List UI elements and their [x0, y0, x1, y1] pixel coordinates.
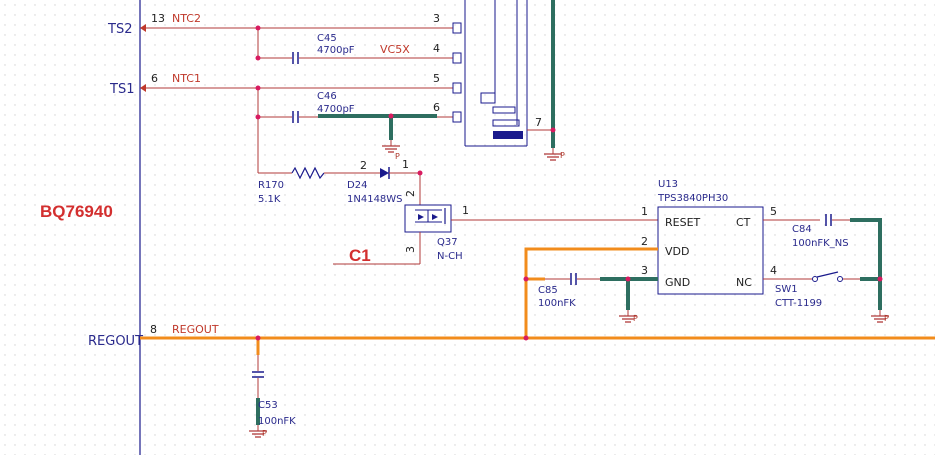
net-label-vc5x: VC5X: [380, 43, 410, 56]
ts1-port: TS1 6: [109, 72, 158, 97]
mosfet-q37: [404, 204, 452, 233]
net-label-ntc1: NTC1: [172, 72, 201, 85]
ts1-port-label: TS1: [109, 82, 134, 97]
u13-pin-num-4: 4: [770, 264, 777, 277]
capacitor-c45: [292, 52, 299, 64]
c45-ref: C45: [317, 33, 337, 44]
q37-pin-1: 1: [462, 204, 469, 217]
capacitor-c46: [292, 111, 299, 123]
switch-sw1: [812, 271, 843, 282]
q37-pin-3: 3: [404, 246, 417, 253]
regout-port: REGOUT 8: [88, 323, 157, 349]
r170-ref: R170: [258, 180, 284, 191]
d24-pin-1: 1: [402, 158, 409, 171]
ts2-pin-number: 13: [151, 12, 165, 25]
u13-ref: U13: [658, 179, 678, 190]
q37-ref: Q37: [437, 237, 458, 248]
u13-pin-name-ct: CT: [736, 216, 751, 229]
ground-conn-label: P: [560, 151, 565, 160]
capacitor-c85: [570, 273, 577, 285]
conn-pin-5: 5: [433, 72, 440, 85]
u13-pin-name-gnd: GND: [665, 276, 690, 289]
junction-dots: [255, 25, 883, 341]
net-label-regout: REGOUT: [172, 323, 219, 336]
d24-pin-2: 2: [360, 159, 367, 172]
u13-pin-num-2: 2: [641, 235, 648, 248]
connector-block: 3 4 5 6 7: [433, 0, 553, 147]
c84-value: 100nFK_NS: [792, 238, 849, 249]
c1-mark: C1: [349, 246, 371, 265]
c53-value: 100nFK: [258, 416, 296, 427]
u13-value: TPS3840PH30: [657, 193, 728, 204]
u13-pin-name-reset: RESET: [665, 216, 701, 229]
sw1-ref: SW1: [775, 284, 798, 295]
ground-c46-label: P: [395, 152, 400, 161]
u13-pin-num-1: 1: [641, 205, 648, 218]
c85-ref: C85: [538, 285, 558, 296]
chip-title: BQ76940: [40, 202, 113, 221]
ts2-port: TS2 13: [107, 12, 165, 37]
ts2-port-label: TS2: [107, 22, 132, 37]
ts1-pin-number: 6: [151, 72, 158, 85]
capacitor-c84: [825, 214, 832, 226]
q37-pin-2: 2: [404, 190, 417, 197]
r170-value: 5.1K: [258, 194, 281, 205]
c45-value: 4700pF: [317, 45, 355, 56]
highlight-vdd: [524, 247, 658, 338]
q37-value: N-CH: [437, 251, 463, 262]
regout-port-label: REGOUT: [88, 334, 143, 349]
ground-c84-label: P: [884, 314, 889, 323]
resistor-r170: [291, 166, 325, 180]
d24-value: 1N4148WS: [347, 194, 403, 205]
regout-pin-number: 8: [150, 323, 157, 336]
c53-ref: C53: [258, 400, 278, 411]
net-label-ntc2: NTC2: [172, 12, 201, 25]
u13-pin-name-nc: NC: [736, 276, 752, 289]
u13-pin-num-5: 5: [770, 205, 777, 218]
c46-value: 4700pF: [317, 104, 355, 115]
capacitor-c53: [252, 371, 264, 378]
ground-c53-label: P: [262, 429, 267, 438]
sw1-value: CTT-1199: [775, 298, 822, 309]
conn-pin-6: 6: [433, 101, 440, 114]
u13-pin-name-vdd: VDD: [665, 245, 689, 258]
ground-u13-label: P: [633, 314, 638, 323]
conn-pin-7: 7: [535, 116, 542, 129]
u13-pin-num-3: 3: [641, 264, 648, 277]
d24-ref: D24: [347, 180, 367, 191]
c85-value: 100nFK: [538, 298, 576, 309]
c46-ref: C46: [317, 91, 337, 102]
conn-pin-3: 3: [433, 12, 440, 25]
c84-ref: C84: [792, 224, 812, 235]
conn-pin-4: 4: [433, 42, 440, 55]
